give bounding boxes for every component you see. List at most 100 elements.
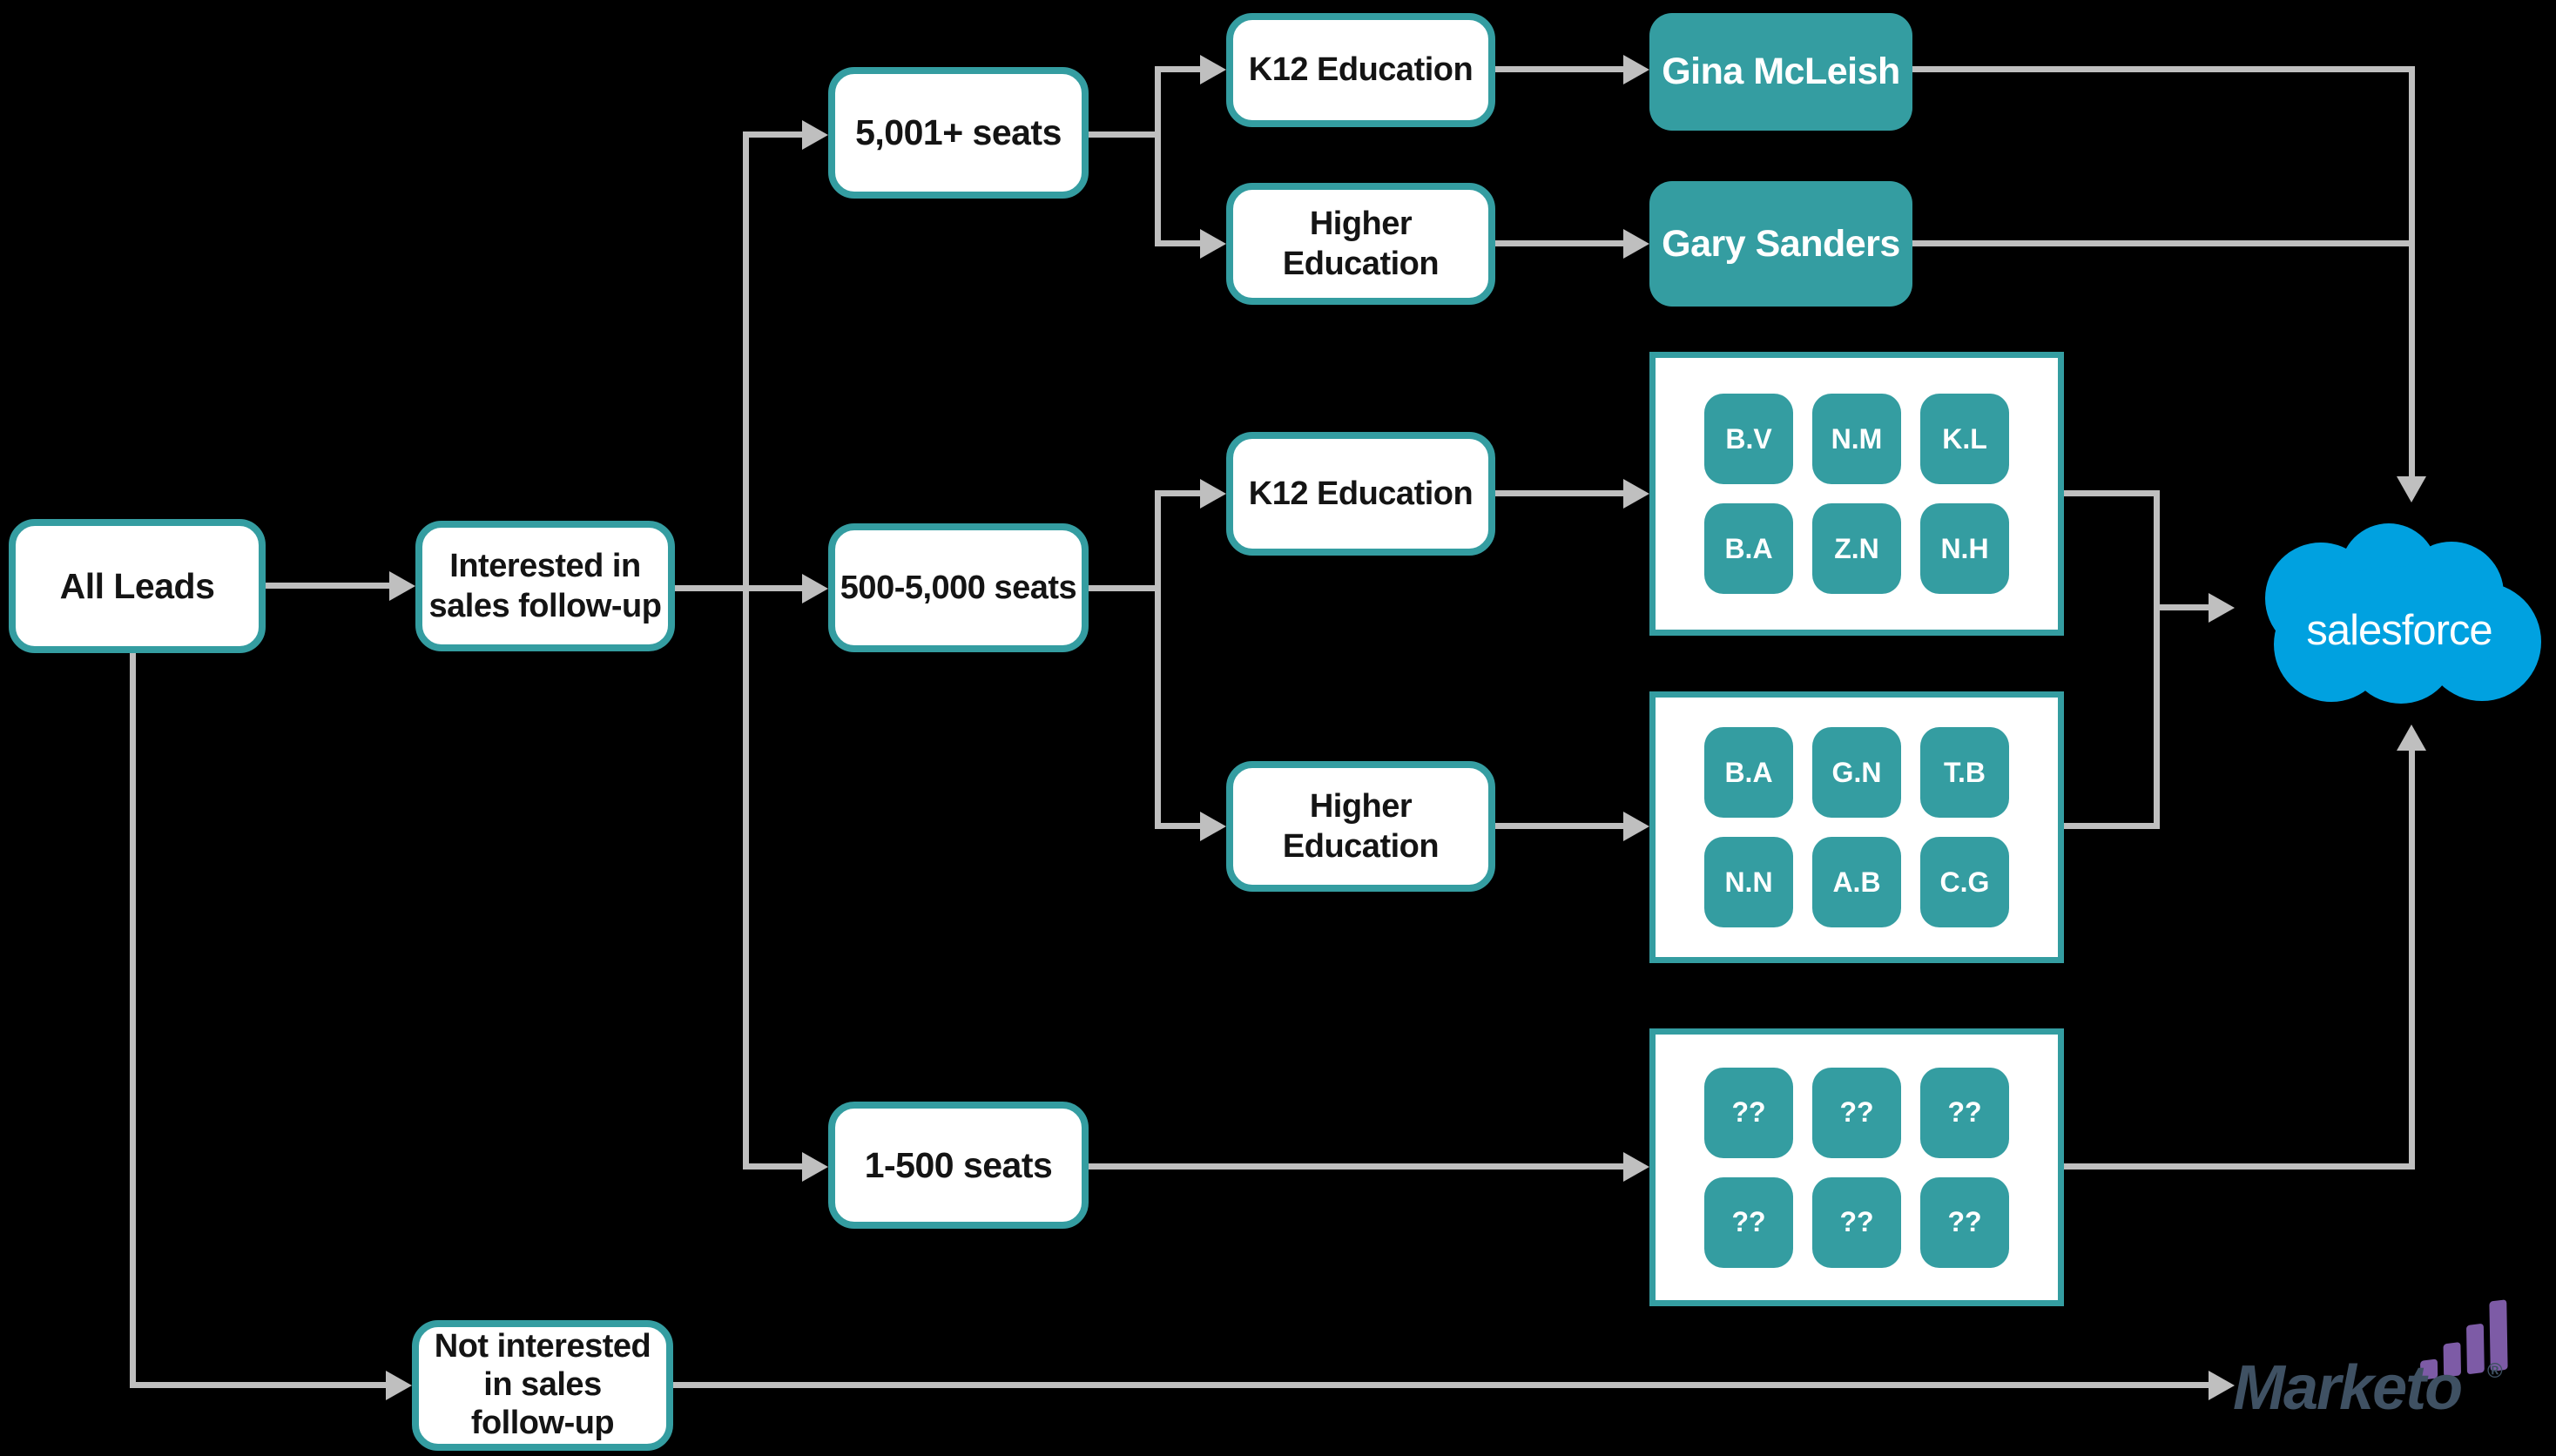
marketo-bars-icon bbox=[2420, 1299, 2508, 1380]
arrowhead-into-unassignedgrid-icon bbox=[1623, 1152, 1649, 1182]
node-all-leads: All Leads bbox=[9, 519, 266, 653]
connector-branch-k12-ent bbox=[1158, 66, 1200, 72]
connector-branch-5001 bbox=[749, 131, 802, 138]
tile-rep-initials: B.A bbox=[1704, 503, 1793, 594]
tile-rep-initials: T.B bbox=[1920, 727, 2009, 818]
node-k12-education-enterprise: K12 Education bbox=[1226, 13, 1495, 127]
interested-label: Interested in sales follow-up bbox=[428, 547, 662, 624]
gina-mcleish-label: Gina McLeish bbox=[1662, 51, 1900, 92]
connector-branch-higher-ent bbox=[1158, 240, 1200, 246]
salesforce-wordmark: salesforce bbox=[2306, 607, 2492, 654]
connector-notinterested-marketo bbox=[673, 1382, 2209, 1388]
arrowhead-into-500-5000-icon bbox=[802, 574, 828, 603]
node-not-interested: Not interested in sales follow-up bbox=[412, 1320, 673, 1451]
connector-mid-trunk bbox=[1155, 490, 1161, 829]
node-interested: Interested in sales follow-up bbox=[415, 521, 675, 651]
tile-rep-initials: N.H bbox=[1920, 503, 2009, 594]
tile-rep-unknown: ?? bbox=[1920, 1176, 2009, 1268]
connector-higherent-gary bbox=[1495, 240, 1623, 246]
arrowhead-into-interested-icon bbox=[389, 571, 415, 601]
node-rep-gary-sanders: Gary Sanders bbox=[1649, 181, 1912, 307]
tile-rep-initials: B.A bbox=[1704, 727, 1793, 818]
connector-5001-trunk bbox=[1089, 131, 1158, 138]
arrowhead-into-higher-ent-icon bbox=[1200, 229, 1226, 259]
node-seats-500-5000: 500-5,000 seats bbox=[828, 523, 1089, 652]
tile-rep-initials: N.N bbox=[1704, 837, 1793, 927]
grid-unassigned-reps-row1: ?? ?? ?? bbox=[1704, 1067, 2009, 1158]
marketo-logo: Marketo ® bbox=[2229, 1298, 2543, 1441]
connector-unassignedgrid-right bbox=[2064, 1163, 2415, 1170]
grid-k12-reps-row2: B.A Z.N N.H bbox=[1704, 503, 2009, 594]
arrowhead-into-gina-icon bbox=[1623, 55, 1649, 84]
tile-rep-unknown: ?? bbox=[1812, 1176, 1901, 1268]
k12-education-mid-label: K12 Education bbox=[1248, 475, 1474, 512]
arrowhead-into-5001-icon bbox=[802, 120, 828, 150]
arrowhead-into-salesforce-bottom-icon bbox=[2397, 725, 2426, 751]
salesforce-cloud-icon: salesforce bbox=[2265, 523, 2541, 704]
higher-education-enterprise-label: Higher Education bbox=[1282, 205, 1440, 282]
connector-gary-right bbox=[1912, 240, 2415, 246]
connector-top-down-to-salesforce bbox=[2409, 66, 2415, 476]
arrowhead-into-k12-ent-icon bbox=[1200, 55, 1226, 84]
arrowhead-into-1-500-icon bbox=[802, 1152, 828, 1182]
arrowhead-into-k12-mid-icon bbox=[1200, 479, 1226, 509]
node-rep-gina-mcleish: Gina McLeish bbox=[1649, 13, 1912, 131]
tile-rep-unknown: ?? bbox=[1812, 1067, 1901, 1158]
arrowhead-into-notinterested-icon bbox=[386, 1371, 412, 1400]
arrowhead-into-higher-mid-icon bbox=[1200, 812, 1226, 841]
connector-bracket-salesforce bbox=[2154, 604, 2209, 610]
grid-higher-ed-reps: B.A G.N T.B N.N A.B C.G bbox=[1649, 691, 2064, 963]
seats-1-500-label: 1-500 seats bbox=[864, 1144, 1053, 1185]
tile-rep-initials: K.L bbox=[1920, 394, 2009, 484]
grid-k12-reps-row1: B.V N.M K.L bbox=[1704, 394, 2009, 484]
connector-allleads-down bbox=[130, 653, 136, 1388]
grid-higher-ed-reps-row2: N.N A.B C.G bbox=[1704, 837, 2009, 927]
connector-500-5000-trunk bbox=[1089, 585, 1158, 591]
arrowhead-into-salesforce-left-icon bbox=[2209, 593, 2235, 623]
arrowhead-into-k12grid-icon bbox=[1623, 479, 1649, 509]
grid-unassigned-reps: ?? ?? ?? ?? ?? ?? bbox=[1649, 1028, 2064, 1306]
k12-education-enterprise-label: K12 Education bbox=[1248, 51, 1474, 89]
all-leads-label: All Leads bbox=[59, 565, 215, 606]
grid-k12-reps: B.V N.M K.L B.A Z.N N.H bbox=[1649, 352, 2064, 636]
connector-gina-right bbox=[1912, 66, 2415, 72]
arrowhead-into-salesforce-top-icon bbox=[2397, 476, 2426, 502]
salesforce-logo: salesforce bbox=[2251, 507, 2543, 716]
connector-branch-1-500 bbox=[749, 1163, 802, 1170]
connector-bracket-vertical bbox=[2154, 490, 2160, 829]
arrowhead-into-marketo-icon bbox=[2209, 1371, 2235, 1400]
connector-highermid-grid bbox=[1495, 823, 1623, 829]
connector-interested-trunk bbox=[675, 585, 802, 591]
tile-rep-unknown: ?? bbox=[1704, 1067, 1793, 1158]
connector-1-500-grid bbox=[1089, 1163, 1623, 1170]
tile-rep-initials: G.N bbox=[1812, 727, 1901, 818]
connector-branch-higher-mid bbox=[1158, 823, 1200, 829]
marketo-wordmark: Marketo bbox=[2233, 1353, 2461, 1423]
marketo-logo-svg: Marketo ® bbox=[2233, 1299, 2508, 1423]
grid-unassigned-reps-row2: ?? ?? ?? bbox=[1704, 1176, 2009, 1268]
seats-500-5000-label: 500-5,000 seats bbox=[840, 569, 1077, 606]
gary-sanders-label: Gary Sanders bbox=[1662, 222, 1900, 265]
marketo-registered-mark: ® bbox=[2487, 1359, 2503, 1383]
not-interested-label: Not interested in sales follow-up bbox=[434, 1328, 651, 1441]
arrowhead-into-highergrid-icon bbox=[1623, 812, 1649, 841]
connector-branch-k12-mid bbox=[1158, 490, 1200, 496]
tile-rep-unknown: ?? bbox=[1704, 1176, 1793, 1268]
node-k12-education-mid: K12 Education bbox=[1226, 432, 1495, 556]
grid-higher-ed-reps-row1: B.A G.N T.B bbox=[1704, 727, 2009, 818]
tile-rep-initials: N.M bbox=[1812, 394, 1901, 484]
connector-k12grid-bracket bbox=[2064, 490, 2160, 496]
node-seats-1-500: 1-500 seats bbox=[828, 1102, 1089, 1229]
connector-bottom-up-to-salesforce bbox=[2409, 751, 2415, 1170]
connector-down-notinterested bbox=[130, 1382, 386, 1388]
arrowhead-into-gary-icon bbox=[1623, 229, 1649, 259]
tile-rep-initials: A.B bbox=[1812, 837, 1901, 927]
tile-rep-unknown: ?? bbox=[1920, 1067, 2009, 1158]
seats-5001-label: 5,001+ seats bbox=[855, 112, 1062, 153]
connector-allleads-interested bbox=[266, 583, 389, 589]
tile-rep-initials: B.V bbox=[1704, 394, 1793, 484]
connector-enterprise-trunk bbox=[1155, 66, 1161, 246]
tile-rep-initials: Z.N bbox=[1812, 503, 1901, 594]
connector-k12ent-gina bbox=[1495, 66, 1623, 72]
